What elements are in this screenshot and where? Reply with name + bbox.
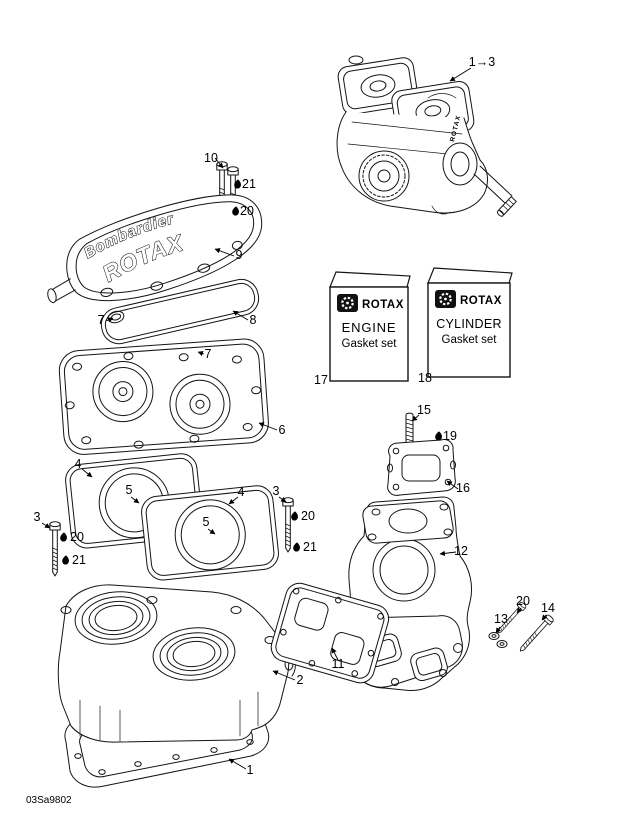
callout-5-a: 5 <box>126 483 133 497</box>
callout-15: 15 <box>417 403 431 417</box>
cylinder-head <box>58 338 269 455</box>
washer-icon <box>293 542 300 552</box>
callout-labels: 10 21 20 9 7 8 7 6 4 5 4 5 3 20 21 3 20 … <box>34 55 555 777</box>
engine-box-logo-text: ROTAX <box>362 299 404 311</box>
callout-12: 12 <box>454 544 468 558</box>
callout-10: 10 <box>204 151 218 165</box>
washer-icon <box>62 555 69 565</box>
washer-icon <box>60 532 67 542</box>
callout-16: 16 <box>456 481 470 495</box>
leader-lines <box>41 67 548 770</box>
nut-icon <box>435 431 442 441</box>
cylinder-head-cover: Bombardier ROTAX <box>47 194 263 304</box>
callout-20-a: 20 <box>240 204 254 218</box>
rotax-logo-icon <box>435 290 456 308</box>
cylinder-bolt-right <box>282 497 294 553</box>
gasket-box-cylinder: ROTAX CYLINDER Gasket set <box>427 267 513 378</box>
callout-18: 18 <box>418 371 432 385</box>
callout-13: 13 <box>494 612 508 626</box>
engine-assembly-illustration: ROTAX <box>336 55 517 217</box>
cylinder-box-subtitle: Gasket set <box>442 334 498 346</box>
callout-17: 17 <box>314 373 328 387</box>
callout-21-c: 21 <box>303 540 317 554</box>
cylinder-block <box>57 584 296 743</box>
callout-11: 11 <box>332 657 345 671</box>
manifold-bolt-long <box>516 613 555 655</box>
callout-14: 14 <box>541 601 555 615</box>
cover-gasket <box>100 278 260 345</box>
callout-9: 9 <box>236 248 243 262</box>
manifold-gasket <box>387 439 456 496</box>
manifold-washers <box>488 632 508 648</box>
gasket-box-engine: ROTAX ENGINE Gasket set <box>329 271 411 382</box>
callout-8: 8 <box>250 313 257 327</box>
callout-2: 2 <box>297 673 304 687</box>
cylinder-box-logo-text: ROTAX <box>460 295 502 307</box>
callout-3-b: 3 <box>273 484 280 498</box>
callout-20-b: 20 <box>70 530 84 544</box>
callout-7-b: 7 <box>205 347 212 361</box>
head-gasket-set-b <box>141 485 279 581</box>
engine-box-title: ENGINE <box>342 320 397 335</box>
callout-1: 1 <box>247 763 254 777</box>
cylinder-box-title: CYLINDER <box>436 317 502 331</box>
callout-19: 19 <box>443 429 457 443</box>
cylinder-bolt-left <box>49 521 61 577</box>
callout-4-b: 4 <box>238 485 245 499</box>
drawing-number: 03Sa9802 <box>26 795 72 806</box>
callout-7-a: 7 <box>98 313 105 327</box>
callout-range-1-3: 1→3 <box>469 55 495 69</box>
callout-6: 6 <box>279 423 286 437</box>
callout-21-b: 21 <box>72 553 86 567</box>
bore-rear <box>152 627 236 681</box>
bore-front <box>74 591 158 645</box>
washer-icon <box>291 511 298 521</box>
engine-box-subtitle: Gasket set <box>342 338 398 350</box>
exhaust-flange-gasket <box>270 582 390 684</box>
callout-3-a: 3 <box>34 510 41 524</box>
callout-5-b: 5 <box>203 515 210 529</box>
callout-20-d: 20 <box>516 594 530 608</box>
rotax-logo-icon <box>337 294 358 312</box>
callout-20-c: 20 <box>301 509 315 523</box>
callout-21-a: 21 <box>242 177 256 191</box>
callout-4-a: 4 <box>75 457 82 471</box>
